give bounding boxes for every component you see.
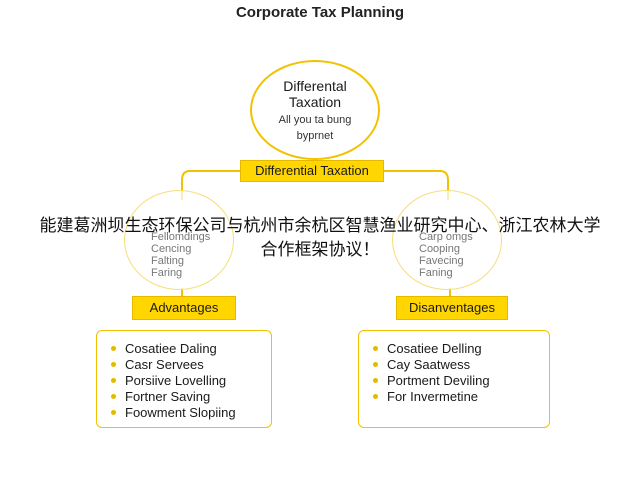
right-node: Carp omgs Cooping Favecing Faning — [392, 190, 502, 290]
list-item: Porsiive Lovelling — [111, 373, 261, 389]
top-node: Differental Taxation All you ta bung byp… — [250, 60, 380, 160]
list-item: Fortner Saving — [111, 389, 261, 405]
disadvantages-list: Cosatiee Delling Cay Saatwess Portment D… — [373, 341, 539, 405]
top-node-sub-line2: byprnet — [296, 130, 334, 142]
top-node-sub-line1: All you ta bung — [278, 114, 352, 126]
connector-label-to-right — [384, 170, 449, 200]
list-item: Casr Servees — [111, 357, 261, 373]
advantages-label: Advantages — [132, 296, 236, 320]
advantages-list: Cosatiee Daling Casr Servees Porsiive Lo… — [111, 341, 261, 421]
advantages-list-box: Cosatiee Daling Casr Servees Porsiive Lo… — [96, 330, 272, 428]
list-item: Portment Deviling — [373, 373, 539, 389]
list-item: Cosatiee Daling — [111, 341, 261, 357]
center-label: Differential Taxation — [240, 160, 384, 182]
right-node-item: Faning — [419, 267, 453, 279]
top-node-title-line1: Differental — [283, 78, 347, 94]
left-node-item: Faring — [151, 267, 183, 279]
list-item: Cosatiee Delling — [373, 341, 539, 357]
left-node-item: Cencing — [151, 243, 192, 255]
connector-label-to-left — [181, 170, 240, 200]
top-node-title-line2: Taxation — [288, 94, 342, 110]
list-item: Foowment Slopiing — [111, 405, 261, 421]
right-node-item: Favecing — [419, 255, 464, 267]
list-item: For Invermetine — [373, 389, 539, 405]
overlay-banner-text: 能建葛洲坝生态环保公司与杭州市余杭区智慧渔业研究中心、浙江农林大学 合作框架协议… — [0, 214, 640, 262]
left-node-item: Falting — [151, 255, 185, 267]
banner-line1: 能建葛洲坝生态环保公司与杭州市余杭区智慧渔业研究中心、浙江农林大学 — [39, 216, 601, 236]
disadvantages-label: Disanventages — [396, 296, 508, 320]
left-node-item: Fellomdings — [151, 231, 211, 243]
list-item: Cay Saatwess — [373, 357, 539, 373]
left-node: Fellomdings Cencing Falting Faring — [124, 190, 234, 290]
right-node-item: Carp omgs — [419, 231, 473, 243]
disadvantages-list-box: Cosatiee Delling Cay Saatwess Portment D… — [358, 330, 550, 428]
right-node-item: Cooping — [419, 243, 460, 255]
banner-line2: 合作框架协议！ — [260, 240, 380, 260]
diagram-title: Corporate Tax Planning — [235, 4, 405, 21]
